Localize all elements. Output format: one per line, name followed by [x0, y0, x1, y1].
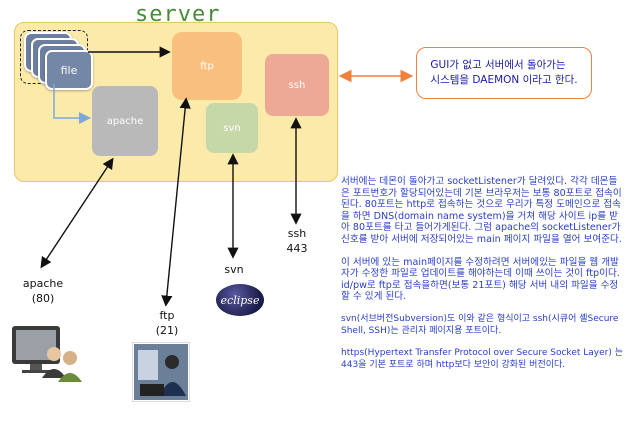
apache-endpoint: apache (80) — [14, 276, 72, 306]
ssh-endpoint: ssh 443 — [280, 226, 314, 256]
apache-endpoint-name: apache — [22, 277, 64, 290]
callout-line-1: GUI가 없고 서버에서 돌아가는 — [430, 59, 566, 71]
svn-label: svn — [223, 122, 241, 134]
note-paragraph-svn-ssh: svn(서브버전Subversion)도 이와 같은 형식이고 ssh(시큐어 … — [341, 313, 619, 336]
svn-endpoint: svn — [216, 262, 252, 277]
note-paragraph-dns: 서버에는 데몬이 돌아가고 socketListener가 달려있다. 각각 데… — [341, 176, 622, 245]
file-label: file — [60, 63, 78, 77]
svn-service: svn — [206, 103, 258, 153]
ssh-endpoint-port: 443 — [286, 242, 308, 255]
ssh-label: ssh — [288, 79, 306, 91]
daemon-callout: GUI가 없고 서버에서 돌아가는 시스템을 DAEMON 이라고 한다. — [416, 47, 592, 99]
file-card-front: file — [45, 50, 93, 90]
apache-label: apache — [106, 115, 144, 127]
laptop-user-photo-icon — [132, 342, 190, 402]
ftp-endpoint: ftp (21) — [144, 308, 190, 338]
file-to-apache-arrow — [53, 84, 91, 124]
apache-service: apache — [92, 86, 158, 156]
ftp-endpoint-name: ftp — [159, 309, 175, 322]
ftp-client-arrow — [161, 97, 191, 307]
ftp-endpoint-port: (21) — [155, 324, 179, 337]
svn-endpoint-name: svn — [224, 263, 244, 276]
ssh-endpoint-name: ssh — [287, 227, 307, 240]
ftp-service: ftp — [172, 32, 242, 100]
callout-line-2: 시스템을 DAEMON 이라고 한다. — [430, 74, 578, 86]
apache-client-arrow — [40, 157, 114, 269]
ssh-service: ssh — [265, 54, 329, 116]
eclipse-logo-icon: eclipse — [216, 284, 264, 316]
server-title: server — [135, 2, 221, 27]
ftp-label: ftp — [200, 60, 214, 72]
apache-endpoint-port: (80) — [31, 292, 55, 305]
note-paragraph-ftp: 이 서버에 있는 main페이지를 수정하려면 서버에있는 파일을 웹 개발자가… — [341, 256, 620, 303]
note-paragraph-https: https(Hypertext Transfer Protocol over S… — [341, 348, 623, 370]
computer-users-icon — [12, 326, 82, 382]
explanation-notes: 서버에는 데몬이 돌아가고 socketListener가 달려있다. 각각 데… — [341, 176, 626, 382]
eclipse-logo-text: eclipse — [220, 293, 260, 307]
